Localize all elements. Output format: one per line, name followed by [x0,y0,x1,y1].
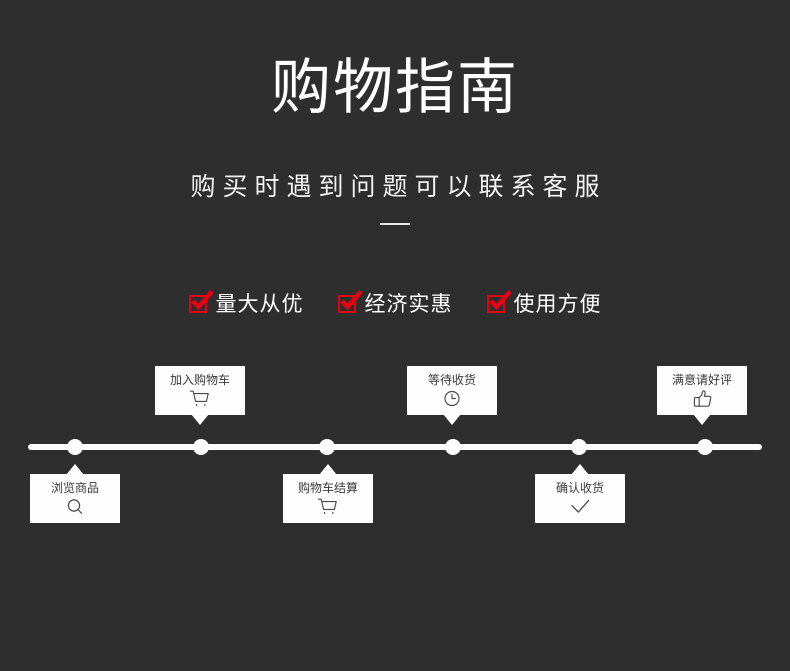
timeline-dot-4 [571,439,587,455]
red-check-box-icon [188,290,214,313]
timeline-step-confirm-receipt[interactable]: 确认收货 [535,464,625,523]
card-pointer-up [66,464,84,475]
timeline-step-cart-checkout[interactable]: 购物车结算 [283,464,373,523]
cart-icon [317,497,339,516]
red-check-box-icon [337,290,363,313]
feature-badge-label: 经济实惠 [364,292,453,316]
timeline-step-browse-products[interactable]: 浏览商品 [30,464,120,523]
timeline-track [28,444,762,450]
checkmark-icon [569,497,591,516]
feature-badge-label: 使用方便 [513,292,602,316]
feature-badge-2: 使用方便 [486,290,602,316]
timeline-step-awaiting-delivery[interactable]: 等待收货 [407,366,497,425]
timeline-dot-0 [67,439,83,455]
cart-icon [189,389,211,408]
card-pointer-down [443,414,461,425]
timeline-step-label: 等待收货 [427,373,476,387]
card-pointer-down [693,414,711,425]
timeline-dot-3 [445,439,461,455]
feature-badge-label: 量大从优 [215,292,304,316]
timeline-step-label: 加入购物车 [169,373,230,387]
title-divider [380,223,410,225]
page-subtitle: 购买时遇到问题可以联系客服 [190,172,607,201]
clock-icon [441,389,463,408]
card-pointer-up [571,464,589,475]
timeline-step-label: 确认收货 [555,481,604,495]
timeline-step-leave-review[interactable]: 满意请好评 [657,366,747,425]
timeline-dot-1 [193,439,209,455]
card-pointer-down [191,414,209,425]
timeline-step-label: 购物车结算 [297,481,358,495]
thumbs-up-icon [691,389,713,408]
timeline-dot-5 [697,439,713,455]
timeline-step-label: 浏览商品 [50,481,99,495]
timeline-step-add-to-cart[interactable]: 加入购物车 [155,366,245,425]
timeline-step-label: 满意请好评 [671,373,732,387]
timeline-dot-2 [319,439,335,455]
feature-badge-list: 量大从优 经济实惠 使用方便 [0,290,790,316]
feature-badge-1: 经济实惠 [337,290,453,316]
feature-badge-0: 量大从优 [188,290,304,316]
search-icon [64,497,86,516]
page-title: 购物指南 [271,53,519,123]
card-pointer-up [319,464,337,475]
red-check-box-icon [486,290,512,313]
